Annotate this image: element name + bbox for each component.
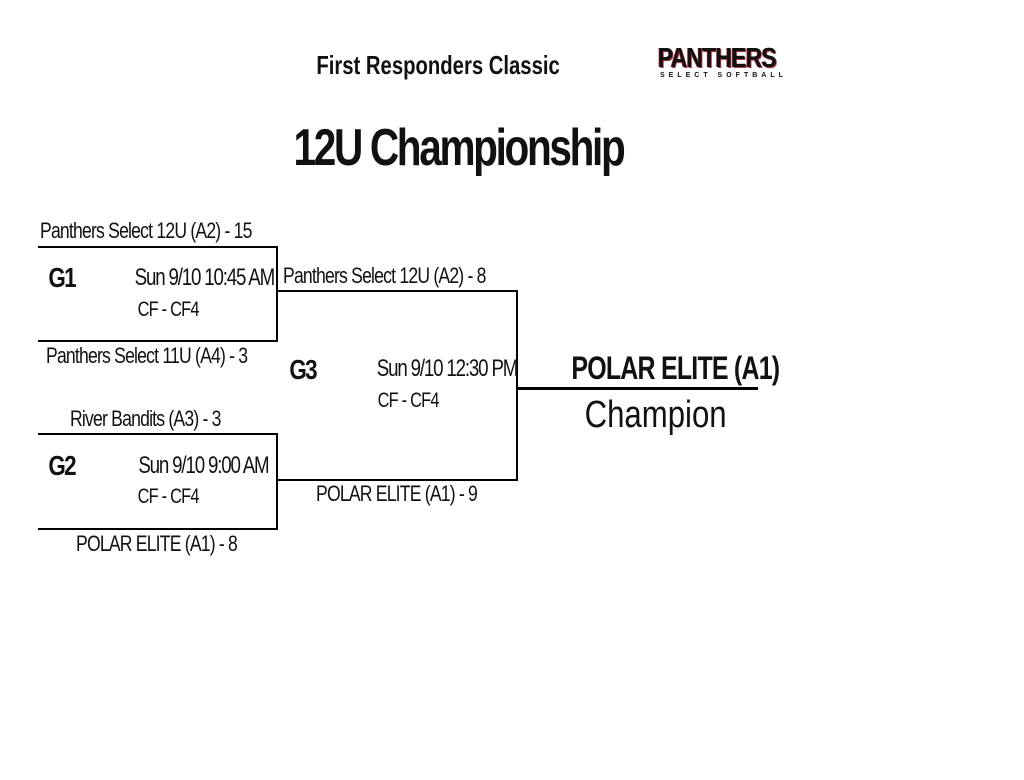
g1-bottom-team: Panthers Select 11U (A4) - 3 xyxy=(46,343,248,368)
g1-schedule: Sun 9/10 10:45 AM xyxy=(134,264,276,291)
tournament-title: First Responders Classic xyxy=(316,50,560,80)
g2-bottom-team: POLAR ELITE (A1) - 8 xyxy=(76,531,238,556)
logo-word: PANTHERS xyxy=(658,42,777,73)
g2-top-team: River Bandits (A3) - 3 xyxy=(70,406,221,431)
g3-bottom-team: POLAR ELITE (A1) - 9 xyxy=(316,481,478,506)
g2-top-line xyxy=(38,433,277,435)
g2-schedule: Sun 9/10 9:00 AM xyxy=(138,452,269,479)
g3-top-team: Panthers Select 12U (A2) - 8 xyxy=(283,263,486,288)
g3-schedule: Sun 9/10 12:30 PM xyxy=(376,355,519,382)
panthers-logo: PANTHERS SELECT SOFTBALL xyxy=(658,42,783,83)
logo-subtext: SELECT SOFTBALL xyxy=(660,72,787,79)
g1-top-line xyxy=(38,246,277,248)
g3-right-line xyxy=(516,290,518,481)
champion-label: Champion xyxy=(584,394,727,436)
g2-field: CF - CF4 xyxy=(137,485,200,508)
g3-game-id: G3 xyxy=(289,354,317,385)
g2-game-id: G2 xyxy=(48,450,76,481)
g3-field: CF - CF4 xyxy=(377,389,440,412)
g1-game-id: G1 xyxy=(48,262,76,293)
champion-team: POLAR ELITE (A1) xyxy=(571,350,780,386)
champion-line xyxy=(517,387,758,390)
g1-bottom-line xyxy=(38,340,277,342)
bracket-title: 12U Championship xyxy=(293,119,626,177)
g1-right-line xyxy=(276,246,278,342)
g2-bottom-line xyxy=(38,528,277,530)
g3-bottom-line xyxy=(277,479,518,481)
g2-right-line xyxy=(276,433,278,530)
g3-top-line xyxy=(277,290,518,292)
g1-top-team: Panthers Select 12U (A2) - 15 xyxy=(40,218,252,243)
g1-field: CF - CF4 xyxy=(137,298,200,321)
